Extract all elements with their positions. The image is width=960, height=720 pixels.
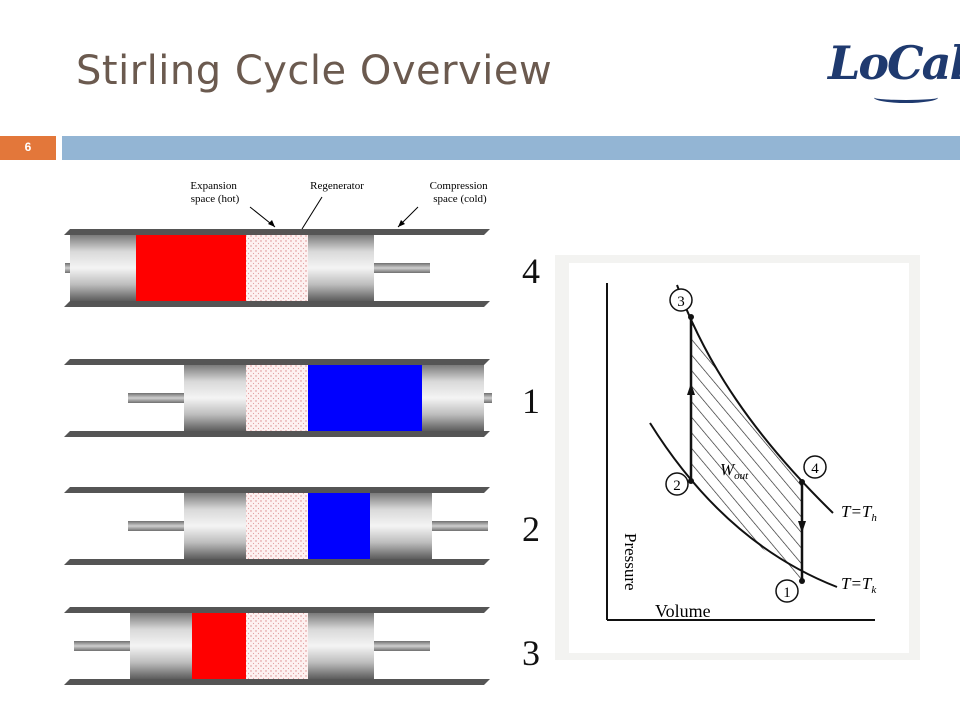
state-label-4: 4 — [811, 461, 819, 477]
piston-rod-right — [432, 521, 488, 531]
cylinder-wall-top — [64, 359, 490, 365]
piston-rod-right — [484, 393, 492, 403]
work-area — [691, 317, 802, 581]
stirling-engine-diagram: Expansion space (hot) Regenerator Compre… — [64, 180, 492, 685]
regenerator-label: Regenerator — [310, 180, 364, 192]
displacer-piston-left — [184, 365, 246, 431]
state-point-2-dot — [688, 478, 694, 484]
stage-label-3: 3 — [522, 633, 540, 673]
cylinder-wall-top — [64, 229, 490, 235]
arrow-4-1 — [798, 521, 806, 533]
cylinder-state-3 — [64, 607, 490, 685]
work-out-subscript: out — [734, 470, 749, 482]
compression-label-line1: Compression — [430, 180, 489, 192]
cylinder-state-2 — [64, 487, 490, 565]
work-out-label: Wout — [720, 460, 749, 482]
stage-label-2: 2 — [522, 509, 540, 549]
cylinder-wall-bottom — [64, 679, 490, 685]
state-marker-1: 1 — [775, 579, 799, 603]
isotherm-cold-prefix: T=T — [841, 574, 873, 593]
stage-label-4: 4 — [522, 251, 540, 291]
isotherm-cold — [649, 422, 838, 588]
piston-rod-right — [374, 263, 430, 273]
logo-swash — [874, 92, 938, 103]
regenerator — [246, 493, 308, 559]
isotherm-hot — [676, 284, 834, 514]
slide-title: Stirling Cycle Overview — [76, 48, 553, 94]
y-axis-label: Pressure — [621, 533, 640, 591]
isotherm-hot-label: T=Th — [841, 502, 877, 524]
cylinder-wall-bottom — [64, 559, 490, 565]
expansion-label-line1: Expansion — [190, 180, 237, 192]
cylinder-wall-bottom — [64, 301, 490, 307]
state-point-4-dot — [799, 479, 805, 485]
state-marker-2: 2 — [665, 472, 689, 496]
compression-label-line2: space (cold) — [433, 193, 487, 205]
piston-rod-right — [374, 641, 430, 651]
power-piston-right — [370, 493, 432, 559]
expansion-space-label: Expansion space (hot) — [190, 180, 239, 205]
state-marker-3: 3 — [669, 288, 693, 312]
pv-diagram: Pressure Volume 3 2 4 1 Wout T=Th T=Tk — [555, 255, 920, 660]
cylinder-state-4 — [64, 229, 490, 307]
cylinder-state-1 — [64, 359, 492, 437]
state-point-3-dot — [688, 314, 694, 320]
slide-number-box: 6 — [0, 136, 56, 160]
displacer-piston-left — [184, 493, 246, 559]
displacer-piston-left — [130, 613, 192, 679]
cold-space — [308, 493, 370, 559]
power-piston-right — [308, 613, 374, 679]
regenerator — [246, 613, 308, 679]
cylinder-wall-top — [64, 487, 490, 493]
regenerator — [246, 365, 308, 431]
isotherm-cold-subscript: k — [871, 584, 877, 596]
isotherm-cold-label: T=Tk — [841, 574, 877, 596]
state-point-1-dot — [799, 578, 805, 584]
arrow-2-3 — [687, 383, 695, 395]
cylinder-wall-top — [64, 607, 490, 613]
isotherm-hot-subscript: h — [871, 512, 877, 524]
local-logo: LoCal — [828, 36, 960, 90]
state-label-3: 3 — [677, 294, 685, 310]
work-out-main: W — [720, 460, 736, 479]
piston-rod-left — [128, 521, 184, 531]
compression-space-label: Compression space (cold) — [430, 180, 491, 205]
piston-rod-left — [128, 393, 184, 403]
power-piston-right — [422, 365, 484, 431]
header-rule-bar — [62, 136, 960, 160]
hot-space — [136, 235, 246, 301]
state-label-2: 2 — [673, 478, 681, 494]
compression-pointer-head — [398, 220, 405, 227]
regenerator — [246, 235, 308, 301]
cylinder-wall-bottom — [64, 431, 490, 437]
expansion-label-line2: space (hot) — [191, 193, 240, 205]
isotherm-hot-prefix: T=T — [841, 502, 873, 521]
expansion-pointer-head — [268, 220, 275, 227]
x-axis-label: Volume — [655, 601, 711, 621]
cold-space — [308, 365, 422, 431]
state-label-1: 1 — [783, 585, 791, 601]
slide-number: 6 — [24, 140, 32, 154]
power-piston-right — [308, 235, 374, 301]
displacer-piston-left — [70, 235, 136, 301]
state-marker-4: 4 — [803, 455, 827, 479]
hot-space — [192, 613, 246, 679]
piston-rod-left — [74, 641, 130, 651]
stage-label-1: 1 — [522, 381, 540, 421]
regenerator-pointer — [301, 196, 323, 230]
